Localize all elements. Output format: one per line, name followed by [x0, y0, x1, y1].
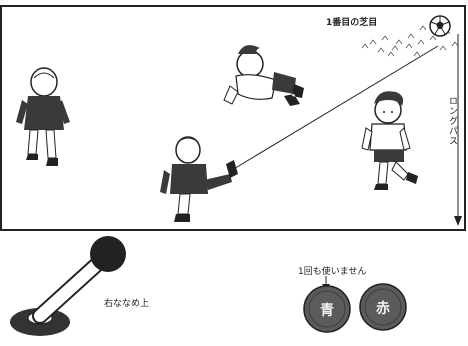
- soccer-ball-icon: [429, 15, 451, 37]
- turf-label: 1番目の芝目: [326, 18, 378, 28]
- player-left-figure: [16, 67, 70, 166]
- joystick-icon: [10, 236, 126, 336]
- pass-trajectory-line: [231, 45, 439, 171]
- pitch-illustration: [0, 5, 466, 231]
- buttons-unused-label: 1回も使いません: [298, 267, 367, 277]
- player-slider-figure: [223, 45, 304, 106]
- long-pass-arrowhead: [454, 216, 462, 226]
- player-kicker-figure: [160, 136, 238, 222]
- pitch-panel: 1番目の芝目 ロングパス: [0, 5, 466, 231]
- blue-button[interactable]: 青: [302, 284, 352, 334]
- red-button-label: 赤: [376, 301, 390, 317]
- pitch-border: [0, 5, 466, 231]
- long-pass-label: ロングパス: [447, 96, 457, 146]
- red-button[interactable]: 赤: [358, 282, 408, 332]
- blue-button-label: 青: [320, 302, 334, 319]
- joystick-control[interactable]: [4, 228, 134, 342]
- stick-direction-label: 右ななめ上: [104, 299, 150, 309]
- turf-tufts: [361, 25, 459, 57]
- player-right-figure: [361, 91, 418, 190]
